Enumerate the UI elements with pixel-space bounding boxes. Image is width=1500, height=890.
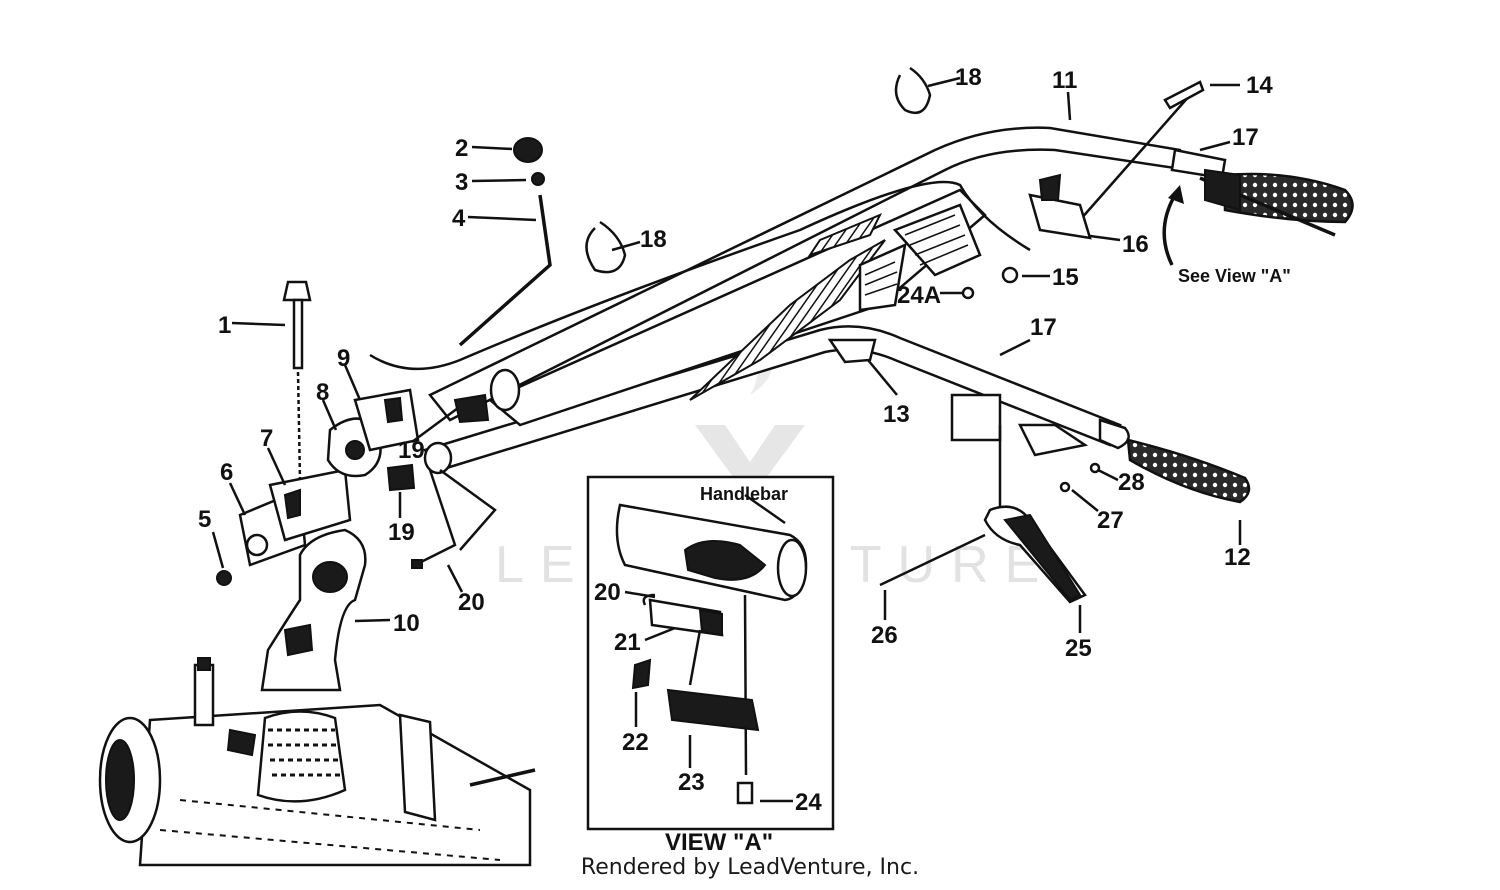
callout-19b: 19 <box>388 519 415 546</box>
callout-5: 5 <box>198 506 211 533</box>
callout-18a: 18 <box>955 64 982 91</box>
callout-26: 26 <box>871 622 898 649</box>
callout-20a: 20 <box>458 589 485 616</box>
callout-10: 10 <box>393 610 420 637</box>
shift-rod-parts <box>458 137 552 347</box>
callout-14: 14 <box>1246 72 1273 99</box>
callout-6: 6 <box>220 459 233 486</box>
callout-13: 13 <box>883 401 910 428</box>
callout-labels: 1 2 3 4 5 6 7 8 9 10 11 12 13 14 15 16 1… <box>198 64 1291 856</box>
callout-15: 15 <box>1052 264 1079 291</box>
callout-25: 25 <box>1065 635 1092 662</box>
view-a-title: VIEW "A" <box>665 829 773 856</box>
handlebar-label: Handlebar <box>700 484 788 504</box>
control-bracket-parts <box>961 80 1205 300</box>
callout-19a: 19 <box>398 437 425 464</box>
bolt-1 <box>282 280 312 481</box>
callout-20b: 20 <box>594 579 621 606</box>
handlebar-frame <box>369 126 1190 475</box>
callout-17b: 17 <box>1030 314 1057 341</box>
callout-22: 22 <box>622 729 649 756</box>
callout-28: 28 <box>1118 469 1145 496</box>
see-view-a-note: See View "A" <box>1178 266 1291 286</box>
callout-3: 3 <box>455 169 468 196</box>
callout-17a: 17 <box>1232 124 1259 151</box>
callout-7: 7 <box>260 425 273 452</box>
view-a-inset: Handlebar <box>586 475 835 831</box>
callout-18b: 18 <box>640 226 667 253</box>
callout-8: 8 <box>316 379 329 406</box>
callout-9: 9 <box>337 345 350 372</box>
callout-21: 21 <box>614 629 641 656</box>
callout-16: 16 <box>1122 231 1149 258</box>
leader-lines <box>211 76 1242 803</box>
transmission-base <box>98 657 536 867</box>
callout-24A: 24A <box>897 282 941 309</box>
lower-grip <box>1098 418 1251 504</box>
housing-10 <box>260 528 367 692</box>
upper-grip <box>1170 148 1354 237</box>
callout-24: 24 <box>795 789 822 816</box>
callout-4: 4 <box>452 205 466 232</box>
render-credit: Rendered by LeadVenture, Inc. <box>580 855 920 880</box>
callout-23: 23 <box>678 769 705 796</box>
callout-11: 11 <box>1052 67 1077 94</box>
callout-27: 27 <box>1097 507 1124 534</box>
mount-brackets <box>216 388 490 586</box>
lever-assembly <box>879 393 1101 604</box>
callout-12: 12 <box>1224 544 1251 571</box>
cable-clips <box>585 66 932 274</box>
callout-1: 1 <box>218 312 231 339</box>
wire-20 <box>411 468 497 569</box>
callout-2: 2 <box>455 135 468 162</box>
